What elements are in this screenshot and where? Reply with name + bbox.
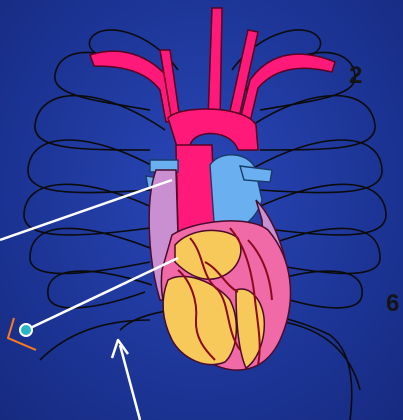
rib-number-label-top: 2	[349, 64, 362, 88]
right-subclavian-artery	[240, 54, 335, 122]
pointer-line-upper	[0, 180, 172, 240]
right-pulmonary-artery	[240, 166, 272, 182]
pulmonary-trunk	[210, 155, 262, 230]
right-rib-4	[250, 140, 382, 193]
left-costal-arc	[40, 320, 150, 360]
brachiocephalic-trunk	[208, 8, 222, 120]
marker-dot	[20, 324, 32, 336]
aortic-arch	[168, 109, 258, 150]
rib-number-label-bottom: 6	[386, 292, 399, 316]
pointer-line-middle	[26, 258, 178, 330]
left-rib-6	[30, 228, 155, 273]
pointer-line-bottom	[120, 345, 140, 420]
left-rib-4	[28, 140, 160, 193]
